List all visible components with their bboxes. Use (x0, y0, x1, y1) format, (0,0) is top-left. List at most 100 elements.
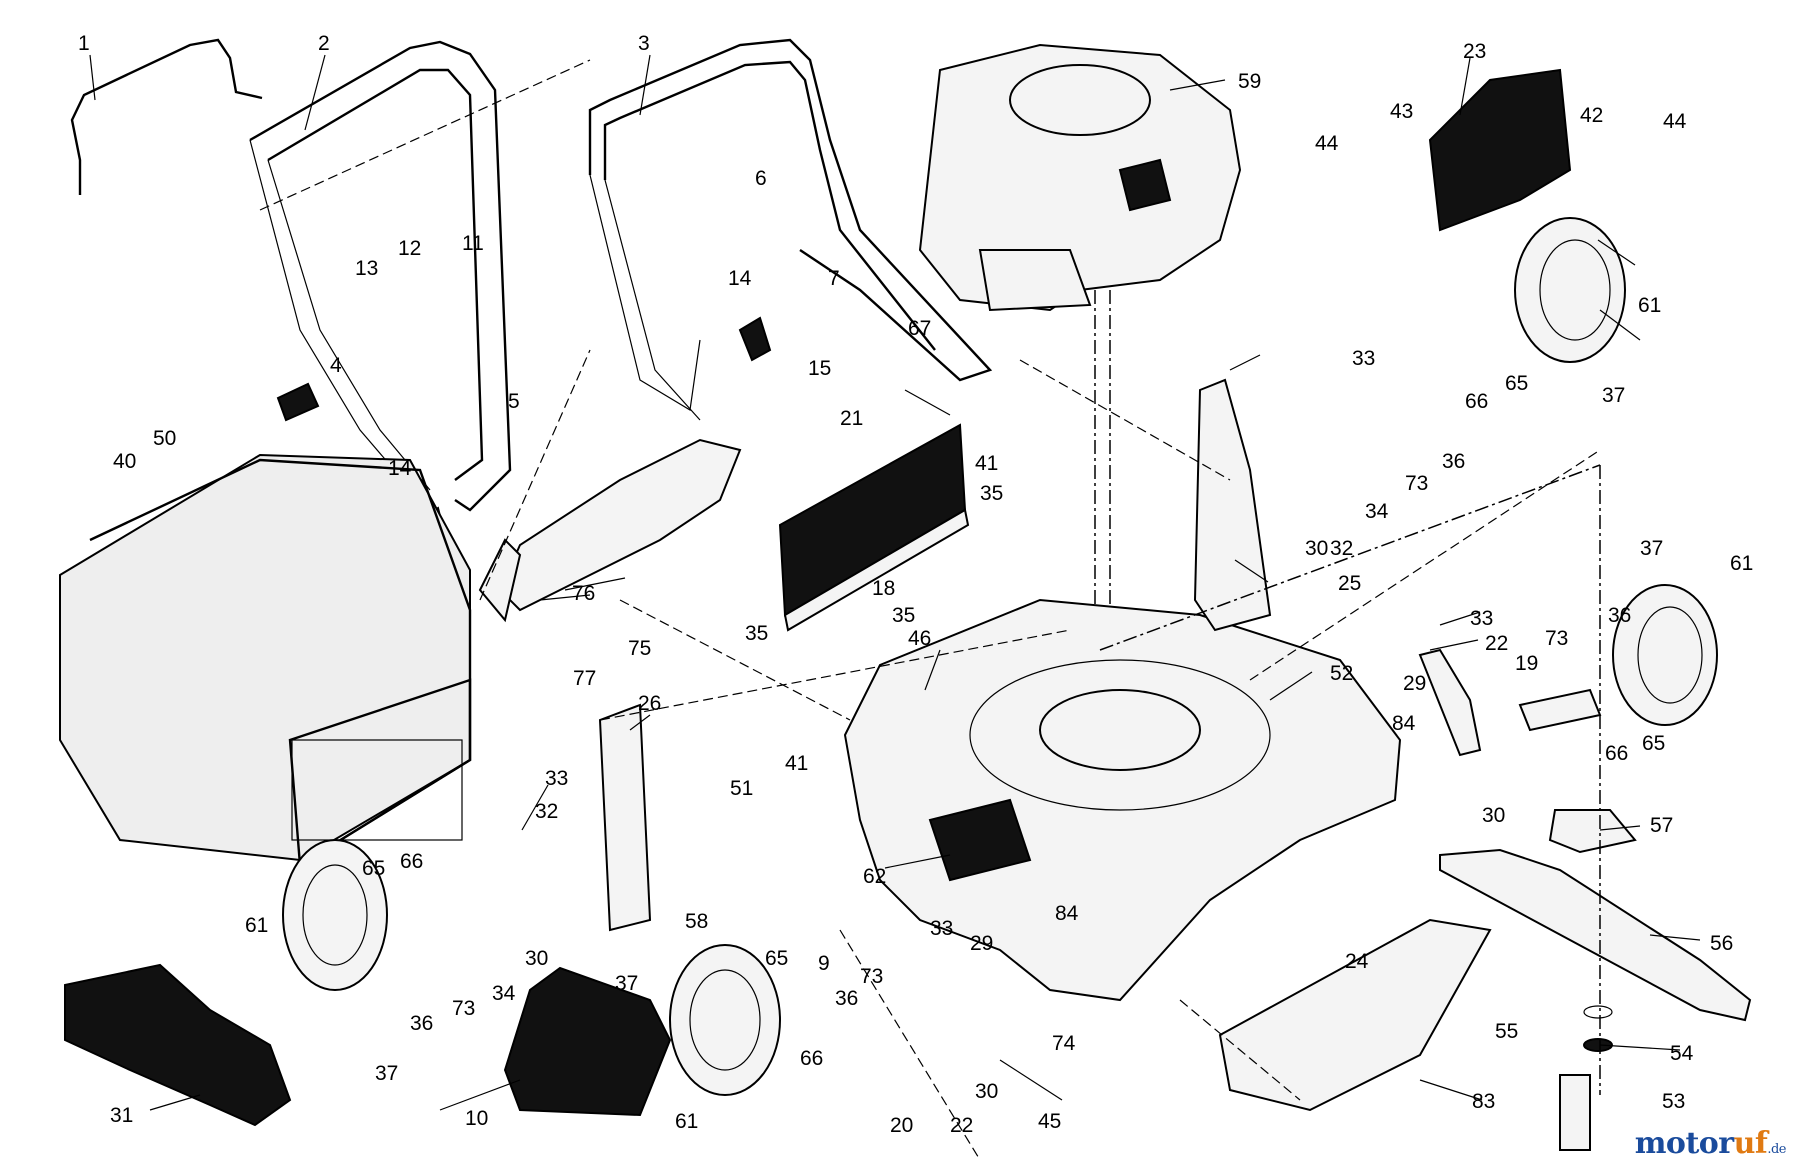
callout-32b: 32 (535, 800, 558, 823)
callout-30b: 30 (1482, 804, 1505, 827)
callout-33c: 33 (545, 767, 568, 790)
callout-34b: 34 (492, 982, 516, 1005)
callout-66b: 66 (1605, 742, 1628, 765)
callout-4: 4 (330, 354, 342, 377)
callout-54: 54 (1670, 1042, 1694, 1065)
callout-7: 7 (828, 267, 840, 290)
callout-84b: 84 (1055, 902, 1079, 925)
handle-assembly-illustration (70, 38, 993, 552)
callout-51: 51 (730, 777, 753, 800)
callout-36b: 36 (1608, 604, 1631, 627)
callout-33b: 33 (1470, 607, 1493, 630)
watermark-text-primary: motor (1634, 1126, 1734, 1161)
callout-53: 53 (1662, 1090, 1685, 1113)
callout-52: 52 (1330, 662, 1353, 685)
callout-10: 10 (465, 1107, 488, 1130)
callout-36: 36 (1442, 450, 1465, 473)
callout-29b: 29 (970, 932, 993, 955)
callout-5: 5 (508, 390, 520, 413)
callout-55: 55 (1495, 1020, 1518, 1043)
callout-11: 11 (462, 232, 484, 255)
callout-29: 29 (1403, 672, 1426, 695)
callout-45: 45 (1038, 1110, 1061, 1133)
callout-73: 73 (1405, 472, 1428, 495)
callout-37d: 37 (615, 972, 638, 995)
watermark-tld: .de (1767, 1142, 1786, 1157)
discharge-and-bracket-illustration (478, 438, 742, 932)
callout-65b: 65 (1642, 732, 1665, 755)
callout-42: 42 (1580, 104, 1603, 127)
leader-lines (89, 54, 1701, 1161)
callout-14b: 14 (388, 457, 412, 480)
callout-23: 23 (1463, 40, 1486, 63)
callout-59: 59 (1238, 70, 1261, 93)
callout-19: 19 (1515, 652, 1538, 675)
callout-56: 56 (1710, 932, 1733, 955)
callout-75: 75 (628, 637, 651, 660)
callout-77: 77 (573, 667, 596, 690)
callout-74: 74 (1052, 1032, 1076, 1055)
callout-22: 22 (1485, 632, 1508, 655)
callout-24: 24 (1345, 950, 1369, 973)
callout-26: 26 (638, 692, 661, 715)
callout-43: 43 (1390, 100, 1413, 123)
callout-41b: 41 (785, 752, 808, 775)
callout-40: 40 (113, 450, 136, 473)
callout-22b: 22 (950, 1114, 973, 1137)
callout-9: 9 (818, 952, 830, 975)
callout-32: 32 (1330, 537, 1353, 560)
callout-37c: 37 (375, 1062, 398, 1085)
callout-35: 35 (980, 482, 1003, 505)
mower-deck-illustration (843, 598, 1402, 1002)
callout-73c: 73 (452, 997, 475, 1020)
callout-34: 34 (1365, 500, 1389, 523)
callout-18: 18 (872, 577, 895, 600)
callout-66c: 66 (400, 850, 423, 873)
callout-35b: 35 (892, 604, 915, 627)
callout-66d: 66 (800, 1047, 823, 1070)
grass-catcher-illustration (59, 453, 472, 868)
callout-67: 67 (908, 317, 931, 340)
callout-35c: 35 (745, 622, 768, 645)
callout-13: 13 (355, 257, 378, 280)
callout-3: 3 (638, 32, 650, 55)
blade-and-baffle-illustration (1218, 809, 1752, 1151)
callout-36c: 36 (410, 1012, 433, 1035)
callout-41: 41 (975, 452, 998, 475)
callout-65: 65 (1505, 372, 1528, 395)
callout-61b: 61 (1730, 552, 1753, 575)
callout-65d: 65 (765, 947, 788, 970)
callout-21: 21 (840, 407, 863, 430)
callout-37b: 37 (1640, 537, 1663, 560)
callout-2: 2 (318, 32, 330, 55)
height-adjuster-illustration (1193, 378, 1602, 757)
callout-30c: 30 (525, 947, 548, 970)
callout-12: 12 (398, 237, 421, 260)
callout-73d: 73 (860, 965, 883, 988)
watermark-text-accent: uf (1733, 1126, 1768, 1161)
callout-37: 37 (1602, 384, 1625, 407)
callout-31: 31 (110, 1104, 133, 1127)
callout-33: 33 (1352, 347, 1375, 370)
callout-61: 61 (1638, 294, 1661, 317)
callout-61d: 61 (675, 1110, 698, 1133)
callout-30d: 30 (975, 1080, 998, 1103)
callout-1: 1 (78, 32, 90, 55)
callout-58: 58 (685, 910, 708, 933)
callout-57: 57 (1650, 814, 1673, 837)
callout-36d: 36 (835, 987, 858, 1010)
callout-61c: 61 (245, 914, 268, 937)
callout-83: 83 (1472, 1090, 1495, 1113)
callout-84: 84 (1392, 712, 1416, 735)
callout-30: 30 (1305, 537, 1328, 560)
callout-65c: 65 (362, 857, 385, 880)
callout-25: 25 (1338, 572, 1361, 595)
callout-73b: 73 (1545, 627, 1568, 650)
callout-44b: 44 (1663, 110, 1687, 133)
rear-deflector-illustration (1428, 68, 1572, 232)
wheels-illustration (282, 217, 1718, 1096)
brand-watermark: motoruf.de (1634, 1126, 1787, 1161)
callout-6: 6 (755, 167, 767, 190)
callout-labels: 1 2 3 4 5 6 7 9 10 11 12 13 14 14 15 18 … (78, 32, 1753, 1137)
callout-15: 15 (808, 357, 831, 380)
